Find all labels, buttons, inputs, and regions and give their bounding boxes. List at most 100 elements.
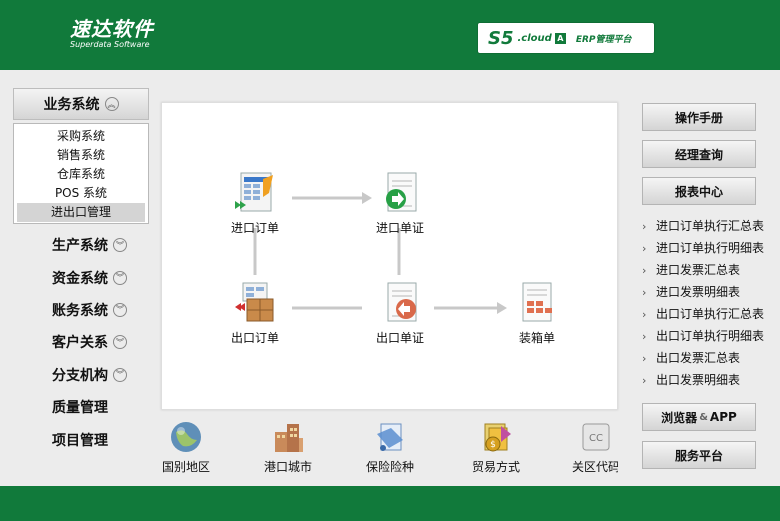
- report-link-label: 出口订单执行明细表: [656, 329, 765, 343]
- quick-link-label: 贸易方式: [471, 460, 520, 474]
- report-link-label: 出口发票汇总表: [656, 351, 741, 365]
- flow-import-doc[interactable]: 进口单证: [365, 171, 435, 236]
- app-header: 速达软件 Superdata Software S5 .cloud A ERP管…: [0, 0, 780, 70]
- nav-accounting[interactable]: 账务系统 ︾: [13, 294, 149, 326]
- quick-link-ports[interactable]: 港口城市: [248, 420, 328, 475]
- chevron-right-icon: ›: [642, 352, 647, 365]
- submenu-import-export[interactable]: 进出口管理: [17, 203, 145, 222]
- nav-production[interactable]: 生产系统 ︾: [13, 229, 149, 261]
- export-order-label: 出口订单: [230, 331, 279, 345]
- chevron-down-icon: ︾: [113, 270, 127, 285]
- nav-label: 项目管理: [52, 432, 108, 449]
- packing-list-label: 装箱单: [518, 331, 555, 345]
- export-doc-label: 出口单证: [375, 331, 424, 345]
- export-doc-icon: [378, 281, 422, 325]
- product-badge: S5 .cloud A ERP管理平台: [477, 22, 655, 54]
- report-link[interactable]: › 出口发票汇总表: [642, 347, 778, 369]
- packing-list-icon: [515, 281, 559, 325]
- brand-a-badge: A: [554, 32, 566, 44]
- brand-cloud: .cloud: [517, 32, 552, 44]
- report-link[interactable]: › 出口发票明细表: [642, 369, 778, 391]
- quick-link-countries[interactable]: 国别地区: [146, 420, 226, 475]
- chevron-right-icon: ›: [642, 220, 647, 233]
- flow-export-doc[interactable]: 出口单证: [365, 281, 435, 346]
- nav-label: 生产系统: [52, 238, 108, 255]
- chevron-down-icon: ︾: [113, 302, 127, 317]
- nav-quality[interactable]: 质量管理: [13, 391, 149, 423]
- report-link[interactable]: › 进口发票明细表: [642, 281, 778, 303]
- submenu-purchase[interactable]: 采购系统: [56, 129, 105, 143]
- report-link-label: 进口发票汇总表: [656, 263, 741, 277]
- import-order-icon: [233, 171, 277, 215]
- quick-link-clip: CC 关区代码: [554, 420, 618, 480]
- export-order-icon: [233, 281, 277, 325]
- nav-label: 分支机构: [52, 367, 108, 384]
- customs-icon: CC: [579, 420, 613, 454]
- quick-link-label: 关区代码: [571, 460, 618, 474]
- import-doc-icon: [378, 171, 422, 215]
- chevron-right-icon: ›: [642, 308, 647, 321]
- nav-branches[interactable]: 分支机构 ︾: [13, 359, 149, 391]
- logo-chinese: 速达软件: [70, 17, 154, 41]
- app-footer: [0, 486, 780, 521]
- import-export-flow-panel: 进口订单 进口单证 出口订单: [161, 102, 618, 410]
- quick-link-label: 保险险种: [365, 460, 414, 474]
- manual-button[interactable]: 操作手册: [642, 103, 756, 131]
- quick-link-label: 港口城市: [263, 460, 312, 474]
- report-link[interactable]: ›进口订单执行明细表: [642, 237, 778, 259]
- report-center-button[interactable]: 报表中心: [642, 177, 756, 205]
- globe-icon: [169, 420, 203, 454]
- chevron-right-icon: ›: [642, 286, 647, 299]
- flow-export-order[interactable]: 出口订单: [220, 281, 290, 346]
- submenu-pos[interactable]: POS 系统: [54, 186, 108, 200]
- report-link[interactable]: › 进口发票汇总表: [642, 259, 778, 281]
- flow-import-order[interactable]: 进口订单: [220, 171, 290, 236]
- report-link-list: ›进口订单执行汇总表 ›进口订单执行明细表 ›进口发票汇总表 ›进口发票明细表 …: [642, 215, 778, 391]
- report-link-label: 进口发票明细表: [656, 285, 741, 299]
- superdata-logo: 速达软件 Superdata Software: [70, 18, 154, 50]
- service-platform-button[interactable]: 服务平台: [642, 441, 756, 469]
- chevron-right-icon: ›: [642, 330, 647, 343]
- report-link[interactable]: › 进口订单执行汇总表: [642, 215, 778, 237]
- nav-label: 账务系统: [52, 302, 108, 319]
- report-link-label: 出口发票明细表: [656, 373, 741, 387]
- chevron-right-icon: ›: [642, 264, 647, 277]
- nav-finance[interactable]: 资金系统 ︾: [13, 261, 149, 293]
- quick-link-label: 国别地区: [161, 460, 210, 474]
- nav-label: 客户关系: [52, 335, 108, 352]
- nav-projects[interactable]: 项目管理: [13, 423, 149, 455]
- brand-s5: S5: [488, 27, 514, 49]
- quick-link-insurance[interactable]: 保险险种: [350, 420, 430, 475]
- nav-label: 资金系统: [52, 270, 108, 287]
- business-submenu: 采购系统 销售系统 仓库系统 POS 系统 进出口管理: [13, 123, 149, 224]
- report-link-label: 出口订单执行汇总表: [656, 307, 765, 321]
- nav-crm[interactable]: 客户关系 ︾: [13, 326, 149, 358]
- import-order-label: 进口订单: [230, 221, 279, 235]
- insurance-icon: [373, 420, 407, 454]
- chevron-down-icon: ︾: [113, 335, 127, 350]
- business-system-toggle[interactable]: 业务系统 ︽: [13, 88, 149, 120]
- svg-text:$: $: [490, 440, 496, 450]
- quick-link-customs[interactable]: CC 关区代码: [556, 420, 618, 475]
- left-nav-list: 生产系统 ︾ 资金系统 ︾ 账务系统 ︾ 客户关系 ︾ 分支机构 ︾ 质量管理 项目管理: [13, 229, 149, 456]
- flow-packing-list[interactable]: 装箱单: [502, 281, 572, 346]
- app-label: APP: [709, 410, 737, 424]
- chevron-down-icon: ︾: [113, 367, 127, 382]
- brand-erp-label: ERP管理平台: [575, 34, 632, 45]
- quick-link-trade-mode[interactable]: $ 贸易方式: [456, 420, 536, 475]
- submenu-warehouse[interactable]: 仓库系统: [56, 167, 105, 181]
- chevron-down-icon: ︾: [113, 238, 127, 253]
- city-icon: [271, 420, 305, 454]
- submenu-sales[interactable]: 销售系统: [56, 148, 105, 162]
- chevron-right-icon: ›: [642, 374, 647, 387]
- business-system-label: 业务系统: [43, 97, 100, 113]
- browser-app-button[interactable]: 浏览器 & APP: [642, 403, 756, 431]
- report-link[interactable]: › 出口订单执行汇总表: [642, 303, 778, 325]
- trade-icon: $: [479, 420, 513, 454]
- ampersand-label: &: [699, 411, 708, 423]
- report-link-label: 进口订单执行汇总表: [656, 219, 765, 233]
- report-link[interactable]: › 出口订单执行明细表: [642, 325, 778, 347]
- manager-query-button[interactable]: 经理查询: [642, 140, 756, 168]
- import-doc-label: 进口单证: [375, 221, 424, 235]
- report-link-label: 进口订单执行明细表: [656, 241, 765, 255]
